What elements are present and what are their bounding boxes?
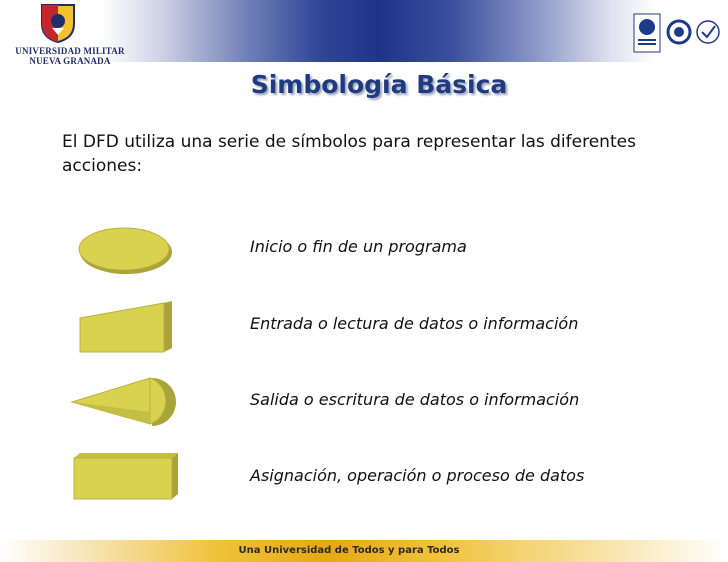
footer-motto: Una Universidad de Todos y para Todos bbox=[238, 545, 460, 556]
symbol-row-output: Salida o escritura de datos o informació… bbox=[0, 372, 728, 432]
slide-title: Simbología Básica bbox=[250, 70, 508, 99]
symbol-label-start-end: Inicio o fin de un programa bbox=[250, 237, 467, 256]
iqnet-certification-icon bbox=[666, 19, 692, 45]
symbol-row-start-end: Inicio o fin de un programa bbox=[0, 222, 728, 282]
symbol-row-input: Entrada o lectura de datos o información bbox=[0, 298, 728, 358]
footer-band bbox=[0, 540, 728, 562]
intro-paragraph: El DFD utiliza una serie de símbolos par… bbox=[62, 132, 636, 176]
symbol-label-output: Salida o escritura de datos o informació… bbox=[250, 390, 580, 409]
university-name-line1: Universidad Militar bbox=[15, 46, 125, 56]
university-logo: Universidad Militar Nueva Granada bbox=[6, 2, 126, 66]
university-name-line2: Nueva Granada bbox=[29, 56, 111, 66]
symbol-label-process: Asignación, operación o proceso de datos bbox=[250, 466, 585, 485]
certification-logos bbox=[632, 12, 722, 56]
process-rectangle-icon bbox=[73, 453, 178, 500]
icontec-certification-icon bbox=[633, 13, 661, 53]
quality-seal-icon bbox=[696, 20, 720, 44]
display-output-icon bbox=[70, 377, 176, 426]
shield-icon bbox=[41, 4, 75, 44]
symbol-label-input: Entrada o lectura de datos o información bbox=[250, 314, 579, 333]
symbol-row-process: Asignación, operación o proceso de datos bbox=[0, 450, 728, 510]
manual-input-icon bbox=[79, 301, 172, 353]
header-band bbox=[0, 0, 728, 62]
ellipse-terminal-icon bbox=[78, 227, 172, 274]
